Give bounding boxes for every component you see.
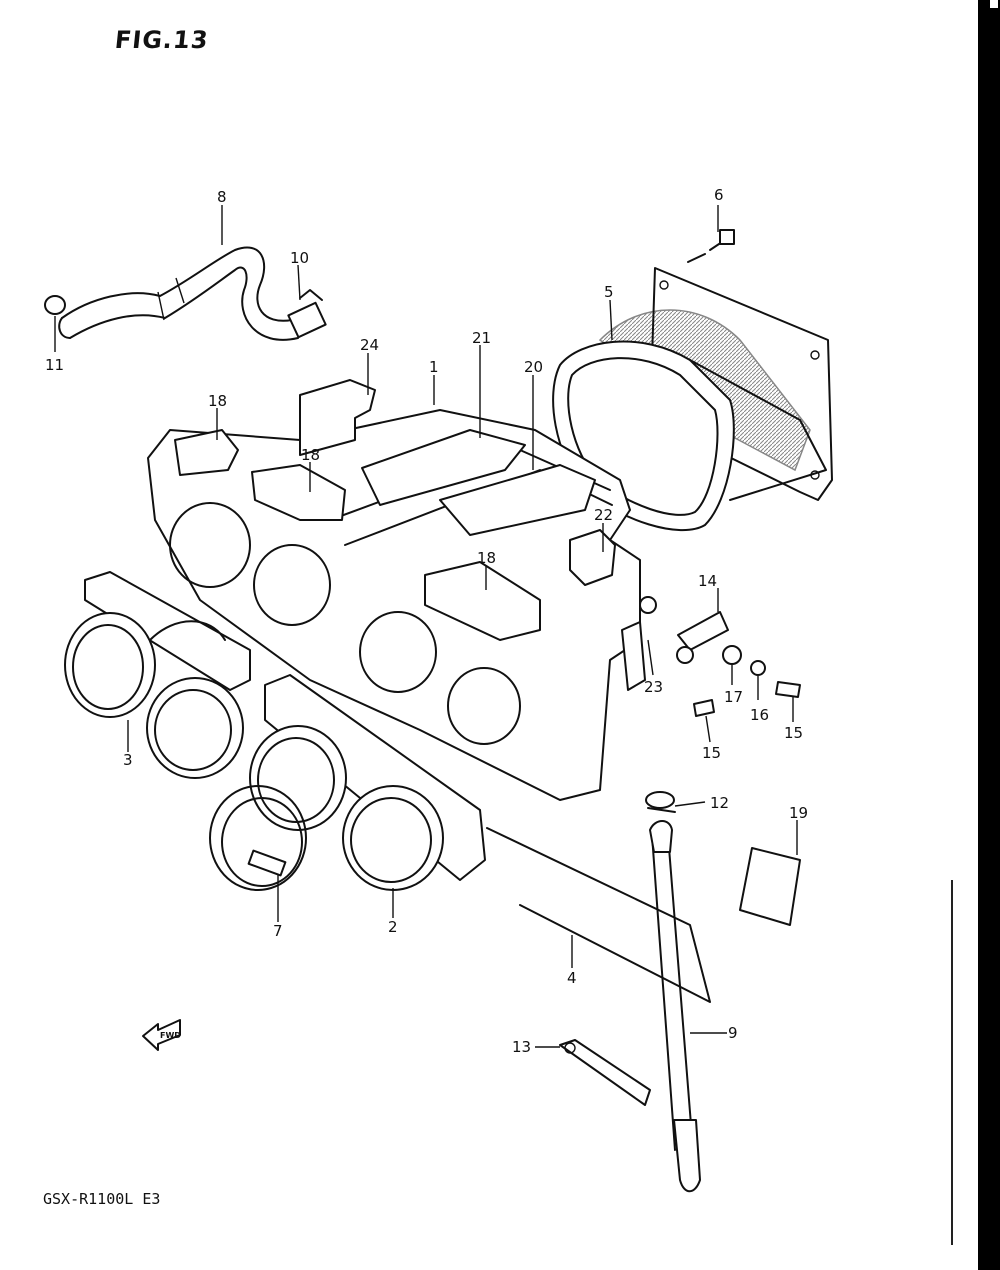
scan-edge-line — [951, 880, 953, 1245]
air-cleaner-case — [147, 379, 657, 801]
callout-5: 5 — [604, 283, 614, 301]
intake-holders — [64, 571, 486, 891]
drain-tube — [645, 791, 701, 1193]
callout-10: 10 — [290, 249, 309, 267]
callout-3: 3 — [123, 751, 133, 769]
callout-15b: 15 — [784, 724, 803, 742]
callout-1: 1 — [429, 358, 439, 376]
callout-8: 8 — [217, 188, 227, 206]
callout-18c: 18 — [477, 549, 496, 567]
callout-11: 11 — [45, 356, 64, 374]
callout-12: 12 — [710, 794, 729, 812]
scan-edge-bar — [978, 0, 1000, 1270]
model-code: GSX-R1100L E3 — [43, 1190, 161, 1208]
hose-clip — [287, 289, 327, 339]
bracket-hardware — [676, 611, 801, 717]
callout-24: 24 — [360, 336, 379, 354]
callout-6: 6 — [714, 186, 724, 204]
leader-lines — [54, 205, 798, 1048]
callout-13: 13 — [512, 1038, 531, 1056]
fwd-label: FWD — [160, 1031, 181, 1040]
hose-clamp — [44, 295, 66, 315]
callout-19: 19 — [789, 804, 808, 822]
callout-9: 9 — [728, 1024, 738, 1042]
callout-18a: 18 — [208, 392, 227, 410]
drain-clamp — [559, 1039, 651, 1106]
callout-18b: 18 — [301, 446, 320, 464]
forward-arrow-icon: FWD — [142, 1019, 181, 1051]
callout-numbers: 8 6 10 5 11 24 1 21 20 18 18 22 18 14 23… — [45, 186, 808, 1056]
callout-2: 2 — [388, 918, 398, 936]
callout-23: 23 — [644, 678, 663, 696]
caution-label — [739, 847, 801, 926]
seal-strip — [486, 827, 711, 1003]
scan-edge-mark — [990, 0, 998, 8]
callout-16: 16 — [750, 706, 769, 724]
callout-17: 17 — [724, 688, 743, 706]
callout-20: 20 — [524, 358, 543, 376]
breather-hose — [58, 246, 299, 341]
callout-15a: 15 — [702, 744, 721, 762]
callout-14: 14 — [698, 572, 717, 590]
callout-7: 7 — [273, 922, 283, 940]
callout-22: 22 — [594, 506, 613, 524]
callout-21: 21 — [472, 329, 491, 347]
callout-4: 4 — [567, 969, 577, 987]
intake-clamp — [209, 785, 307, 891]
screw — [687, 229, 735, 263]
